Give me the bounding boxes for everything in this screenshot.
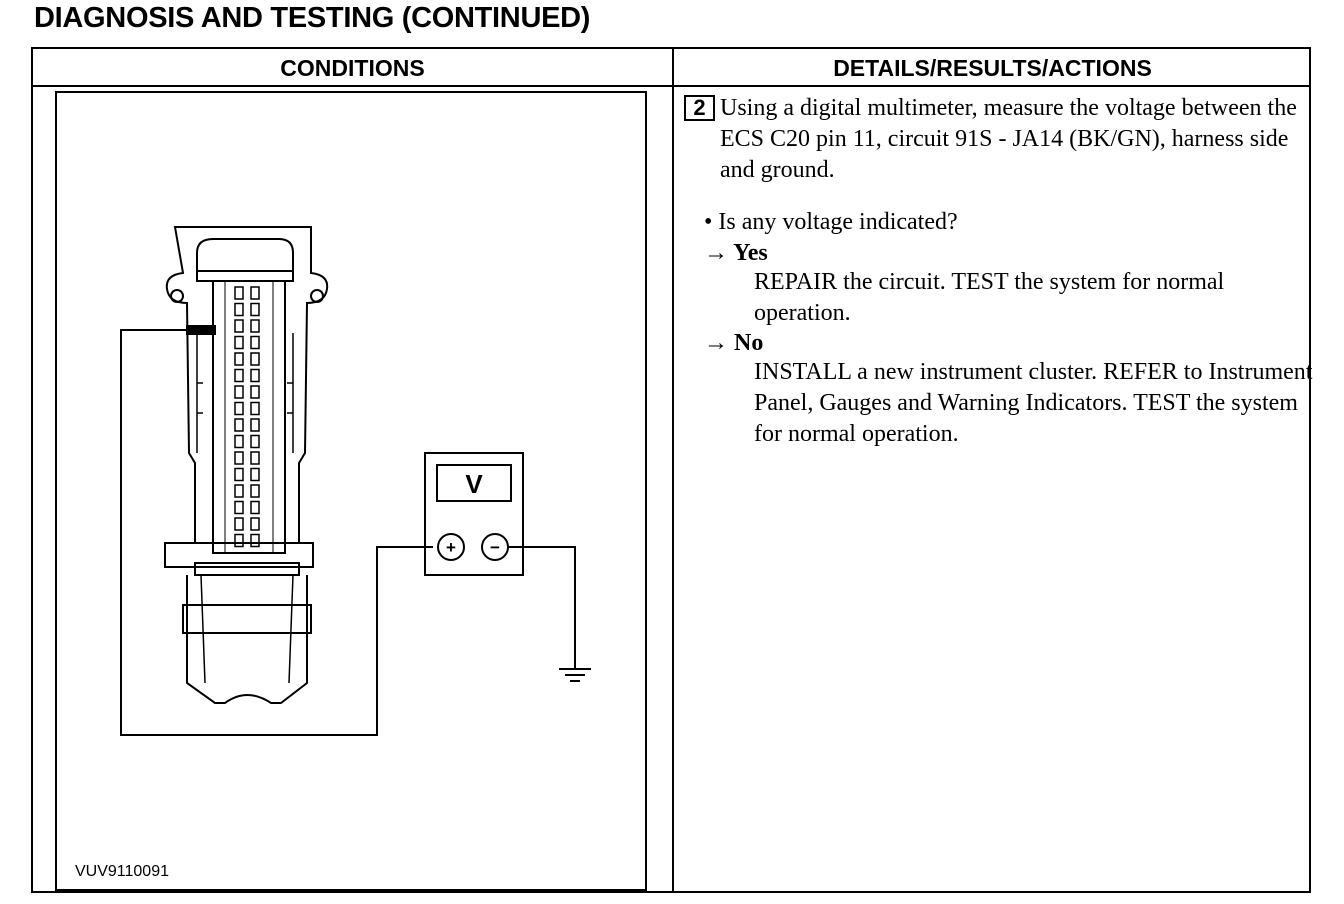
yes-label: Yes <box>733 240 768 266</box>
no-label: No <box>734 330 764 356</box>
pin-cavity <box>234 286 244 300</box>
pin-cavity <box>234 451 244 465</box>
answer-no: → No <box>704 328 763 359</box>
pin-cavity <box>250 484 260 498</box>
pin-cavity <box>250 517 260 531</box>
pin-cavity <box>234 335 244 350</box>
step-instruction: Using a digital multimeter, measure the … <box>720 95 1297 183</box>
figure-code: VUV9110091 <box>75 863 169 880</box>
pin-cavity <box>250 385 260 399</box>
plus-terminal <box>437 533 465 561</box>
pin-cavity <box>234 401 244 416</box>
pin-cavity <box>250 352 260 366</box>
connector-test-diagram: void 0 V + − <box>120 226 591 736</box>
pin-cavity <box>250 467 260 482</box>
multimeter-body <box>424 452 524 576</box>
pin-cavity <box>250 418 260 432</box>
conditions-figure: void 0 V + − VUV9110091 <box>55 91 647 891</box>
pin-housing <box>212 281 286 554</box>
ground-lead-wire <box>508 546 576 669</box>
test-probe <box>186 325 216 335</box>
arrow-right-icon: → <box>704 240 728 266</box>
pin-cavity <box>250 286 260 300</box>
left-mount-hole <box>170 289 184 303</box>
pin-cavity <box>234 418 244 432</box>
column-divider <box>672 49 674 891</box>
pin-cavity <box>250 500 260 515</box>
connector-latch <box>196 238 294 273</box>
pin-cavity <box>234 352 244 366</box>
right-mount-hole <box>310 289 324 303</box>
step-question: • Is any voltage indicated? <box>704 209 958 235</box>
minus-terminal-label: − <box>490 538 500 557</box>
pin-cavity <box>250 302 260 317</box>
connector-top-bar <box>196 270 294 282</box>
probe-lead-wire <box>120 329 433 736</box>
page-title: DIAGNOSIS AND TESTING (CONTINUED) <box>34 2 591 34</box>
pin-cavity <box>250 368 260 383</box>
multimeter-display <box>436 464 512 502</box>
yes-action: REPAIR the circuit. TEST the system for … <box>754 269 1225 326</box>
header-divider <box>33 85 1309 87</box>
pin-cavity <box>250 401 260 416</box>
connector-collar <box>164 542 314 568</box>
pin-cavity <box>234 319 244 333</box>
step-number-badge: 2 <box>684 95 715 121</box>
conditions-header: CONDITIONS <box>280 55 425 81</box>
pin-cavity <box>234 533 244 548</box>
pin-cavity <box>234 517 244 531</box>
meter-display-label: V <box>465 469 483 499</box>
details-header: DETAILS/RESULTS/ACTIONS <box>833 55 1152 81</box>
pin-cavity <box>234 385 244 399</box>
pin-cavity <box>234 500 244 515</box>
diagnosis-table: CONDITIONS DETAILS/RESULTS/ACTIONS <box>31 47 1313 893</box>
pin-cavity <box>250 451 260 465</box>
pin-cavity <box>250 319 260 333</box>
pin-cavity <box>234 467 244 482</box>
pin-cavity <box>250 335 260 350</box>
plus-terminal-label: + <box>446 538 456 557</box>
pin-cavity <box>234 368 244 383</box>
no-action: INSTALL a new instrument cluster. REFER … <box>754 359 1313 447</box>
pin-cavity <box>234 484 244 498</box>
connector-shell <box>165 226 329 544</box>
pin-cavity <box>250 434 260 449</box>
arrow-right-icon: → <box>704 330 728 356</box>
connector-lower-shell <box>186 575 308 704</box>
pin-cavity <box>250 533 260 548</box>
ground-icon <box>559 668 591 682</box>
answer-yes: → Yes <box>704 238 768 269</box>
pin-cavity <box>234 434 244 449</box>
pin-cavity <box>234 302 244 317</box>
